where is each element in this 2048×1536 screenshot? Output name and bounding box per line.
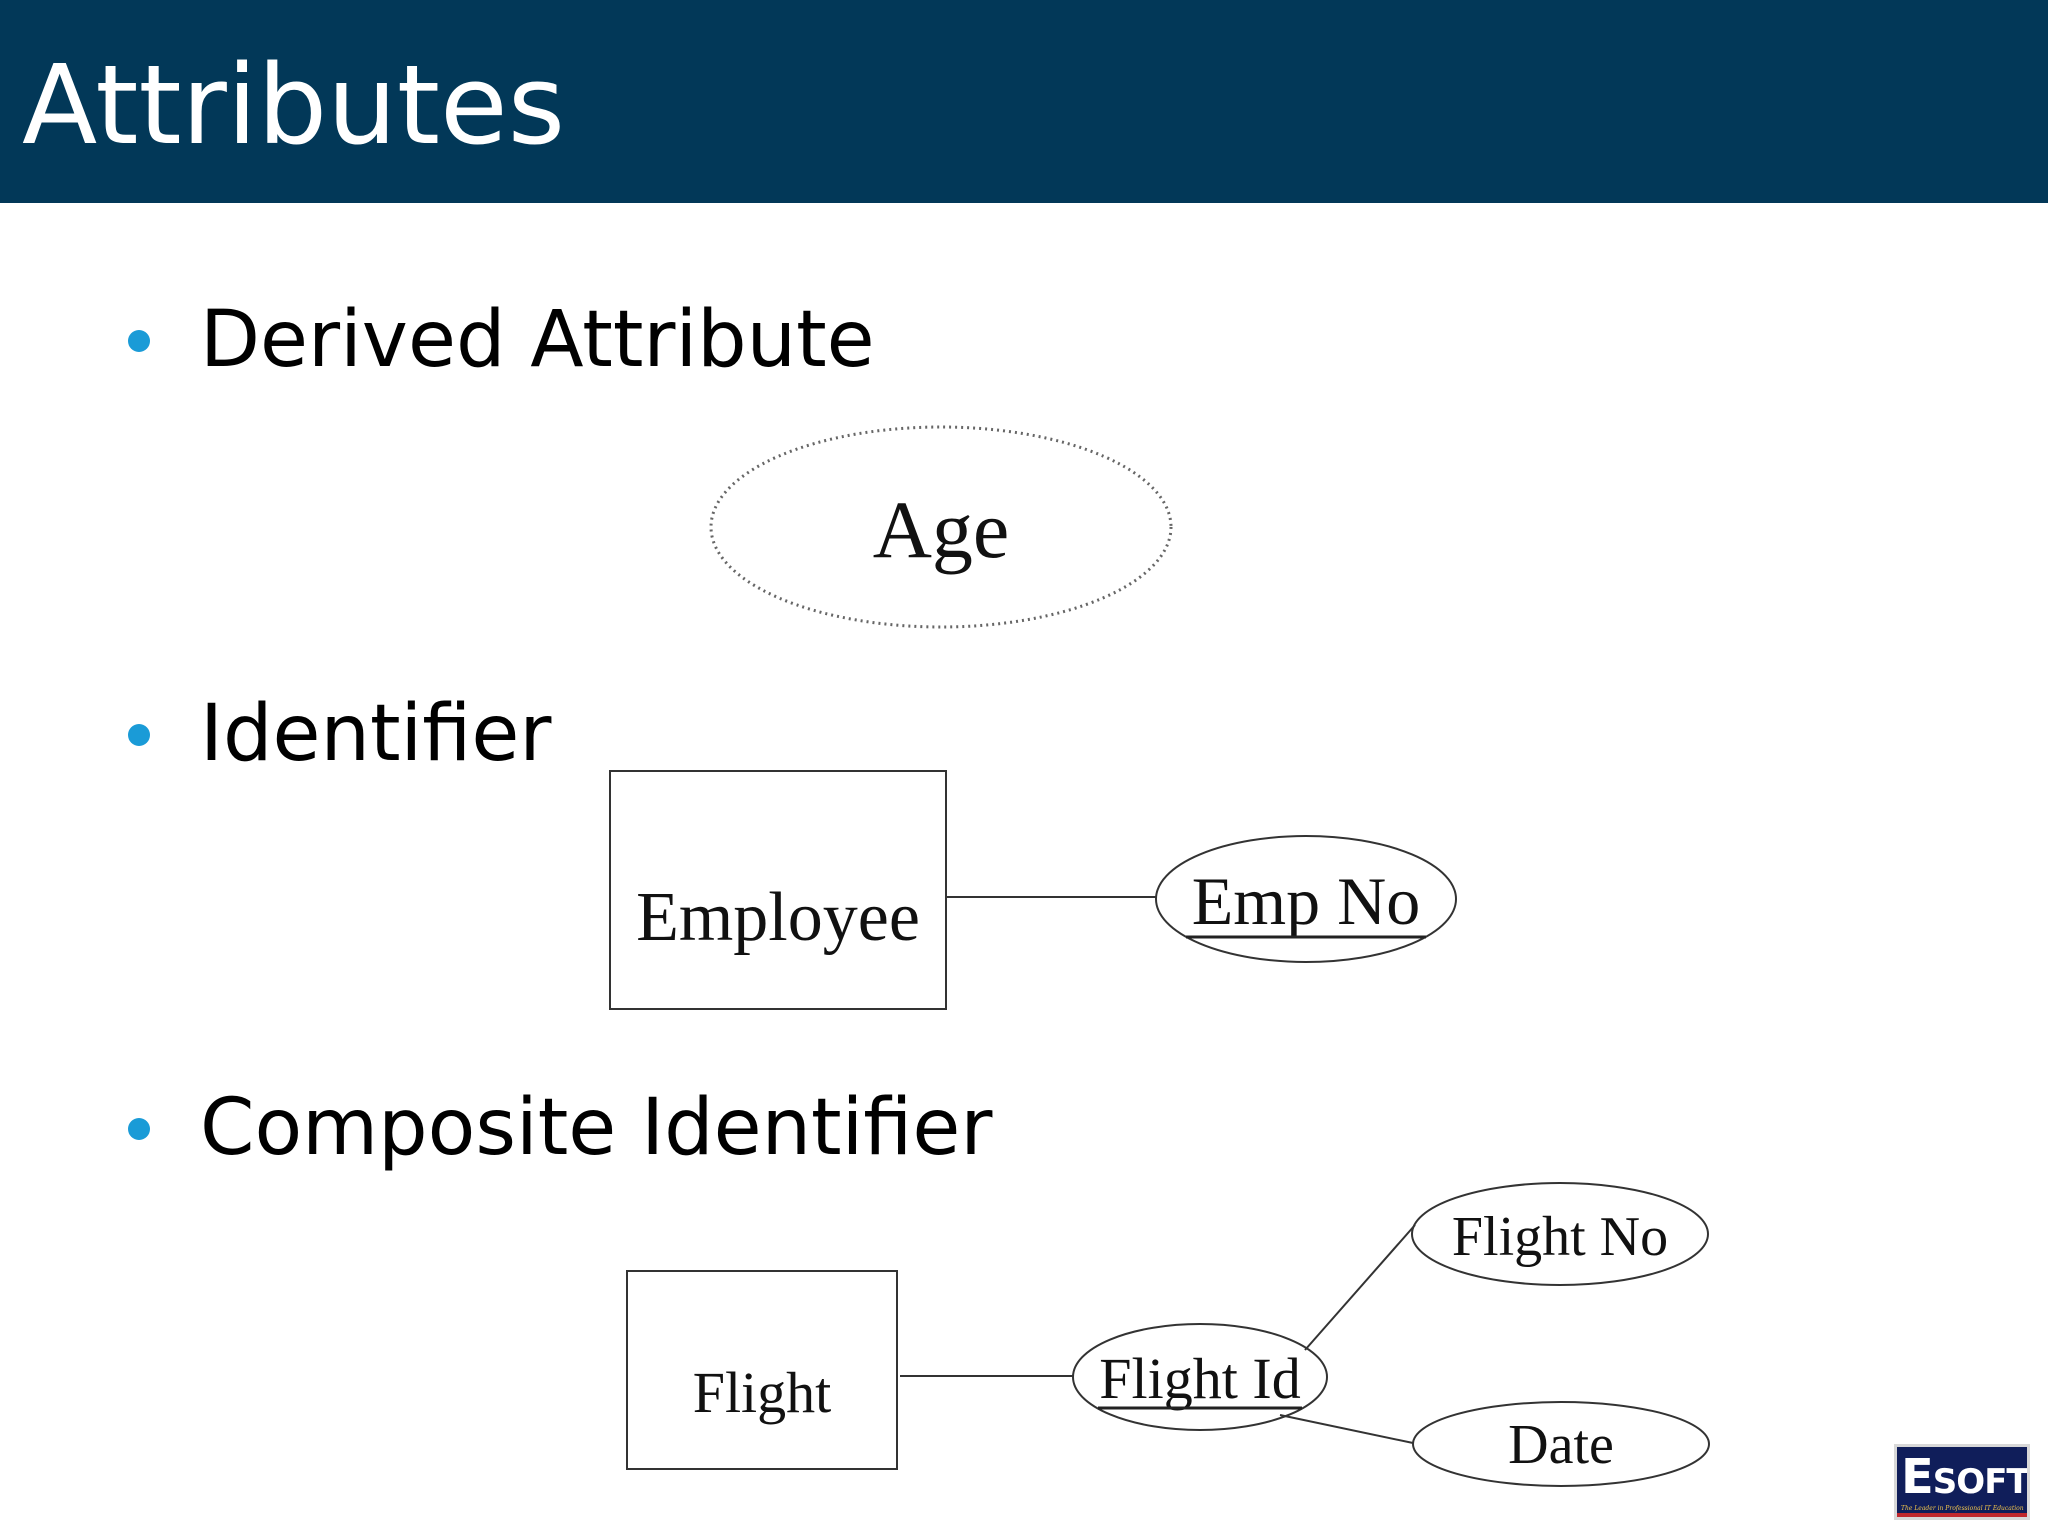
date-connector bbox=[1279, 1414, 1414, 1444]
logo-wordmark: ESOFT bbox=[1901, 1449, 2029, 1510]
employee-entity-label: Employee bbox=[636, 879, 920, 956]
title-bar: Attributes bbox=[0, 0, 2048, 203]
bullet-label: Derived Attribute bbox=[200, 295, 875, 385]
derived-attribute-diagram: Age bbox=[709, 425, 1173, 629]
date-label: Date bbox=[1508, 1414, 1614, 1476]
emp-no-ellipse bbox=[1155, 835, 1457, 963]
flight-entity-box bbox=[626, 1270, 898, 1470]
composite-identifier-diagram: Flight Flight Id Flight No Date bbox=[626, 1182, 1710, 1487]
bullet-label: Identifier bbox=[200, 689, 552, 779]
derived-attribute-label: Age bbox=[873, 484, 1010, 575]
slide-title: Attributes bbox=[22, 41, 566, 169]
date-ellipse bbox=[1412, 1401, 1710, 1487]
bullet-derived-attribute: Derived Attribute bbox=[0, 292, 1200, 392]
flight-id-label: Flight Id bbox=[1099, 1346, 1300, 1411]
logo-strip bbox=[1897, 1513, 2027, 1517]
bullet-dot-icon bbox=[128, 1118, 150, 1140]
identifier-diagram: Employee Emp No bbox=[609, 770, 1457, 1010]
esoft-logo: ESOFT The Leader in Professional IT Educ… bbox=[1894, 1444, 2030, 1520]
derived-attribute-ellipse bbox=[709, 425, 1173, 629]
bullet-dot-icon bbox=[128, 724, 150, 746]
emp-no-label: Emp No bbox=[1192, 863, 1421, 939]
flight-entity-label: Flight bbox=[693, 1360, 832, 1425]
bullet-dot-icon bbox=[128, 330, 150, 352]
flight-no-label: Flight No bbox=[1452, 1206, 1668, 1268]
bullet-identifier: Identifier bbox=[0, 686, 1200, 786]
logo-tagline: The Leader in Professional IT Education bbox=[1901, 1505, 2024, 1512]
bullet-composite-identifier: Composite Identifier bbox=[0, 1080, 1200, 1180]
flight-no-connector bbox=[1304, 1224, 1416, 1351]
bullet-label: Composite Identifier bbox=[200, 1083, 993, 1173]
logo-wordmark-big: E bbox=[1901, 1449, 1934, 1505]
logo-wordmark-small: SOFT bbox=[1932, 1462, 2029, 1502]
flight-no-ellipse bbox=[1411, 1182, 1709, 1286]
flight-id-ellipse bbox=[1072, 1323, 1328, 1431]
employee-entity-box bbox=[609, 770, 947, 1010]
